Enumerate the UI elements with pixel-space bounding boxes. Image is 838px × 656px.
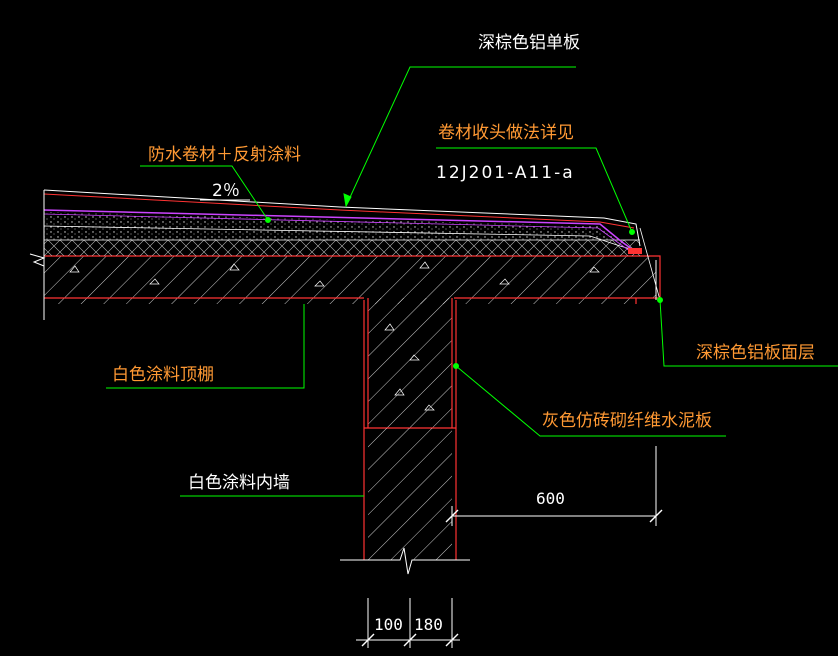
fascia	[639, 227, 661, 301]
label-inner-wall: 白色涂料内墙	[188, 473, 290, 493]
waterproof-membrane	[43, 209, 642, 255]
leader-aluminum-panel	[345, 66, 576, 207]
label-waterproof: 防水卷材＋反射涂料	[148, 145, 301, 165]
leader-lines	[106, 66, 838, 497]
insulation-layer	[44, 239, 640, 256]
dimension-100-180	[356, 598, 460, 648]
aluminum-panel-line	[29, 189, 641, 320]
leader-detail-ref	[436, 147, 633, 233]
wall-section	[340, 428, 470, 575]
leader-fiber-cement	[455, 365, 726, 437]
label-aluminum-panel: 深棕色铝单板	[478, 33, 580, 53]
leader-ceiling	[106, 304, 305, 389]
leader-fascia	[659, 299, 838, 367]
screed-layer	[43, 212, 635, 251]
leader-aluminum-arrow	[343, 193, 352, 208]
label-ceiling: 白色涂料顶棚	[112, 365, 214, 385]
label-fiber-cement: 灰色仿砖砌纤维水泥板	[542, 411, 712, 431]
dim-180-text: 180	[414, 615, 443, 634]
label-fascia: 深棕色铝板面层	[696, 343, 815, 363]
roof-slab	[44, 255, 661, 304]
dimension-600	[445, 446, 663, 526]
label-detail-ref-title: 卷材收头做法详见	[438, 123, 574, 143]
concrete-beam	[363, 298, 457, 560]
leader-waterproof	[140, 165, 269, 221]
dim-100-text: 100	[374, 615, 403, 634]
label-slope: 2％	[212, 181, 240, 201]
dim-600-text: 600	[536, 489, 565, 508]
label-detail-ref-code: 12J201-A11-a	[436, 163, 575, 183]
